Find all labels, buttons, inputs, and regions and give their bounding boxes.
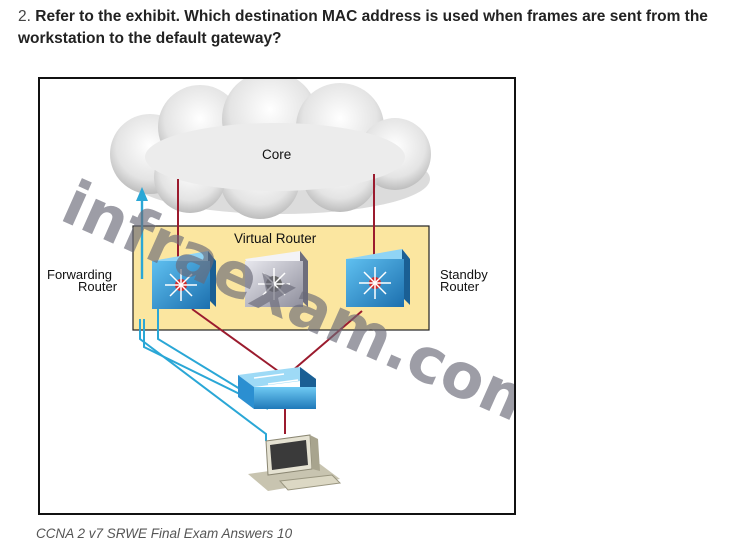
- switch-icon: [238, 367, 316, 409]
- cloud-label: Core: [262, 147, 292, 162]
- question-text: Refer to the exhibit. Which destination …: [18, 8, 708, 47]
- virtual-router-icon: [245, 251, 308, 307]
- standby-label-line2: Router: [440, 279, 480, 294]
- links: [136, 174, 375, 441]
- forwarding-label-line1: Forwarding: [47, 267, 113, 282]
- question: 2. Refer to the exhibit. Which destinati…: [18, 6, 738, 50]
- forwarding-router-icon: [152, 251, 216, 309]
- core-cloud: [110, 79, 431, 219]
- virtual-router-label: Virtual Router: [234, 231, 317, 246]
- standby-router-icon: [346, 249, 410, 307]
- network-diagram: infraexam.com: [52, 79, 514, 491]
- question-number: 2.: [18, 8, 31, 25]
- forwarding-label-line2: Router: [78, 279, 118, 294]
- workstation-icon: [248, 434, 342, 491]
- standby-label-line1: Standby: [440, 267, 488, 282]
- figure-caption: CCNA 2 v7 SRWE Final Exam Answers 10: [36, 526, 293, 541]
- exhibit-diagram: infraexam.com Core Virtual Router Forwar…: [38, 77, 516, 515]
